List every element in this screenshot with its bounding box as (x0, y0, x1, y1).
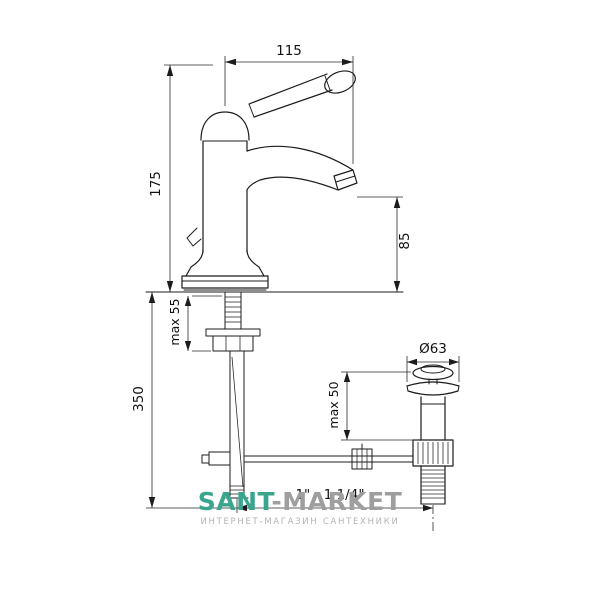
dim-connection-threads: 1" - 1 1/4" (236, 487, 433, 513)
mounting-hardware (205, 291, 261, 352)
pop-up-rod (243, 443, 414, 470)
dim-label-85: 85 (397, 232, 413, 249)
dim-label-115: 115 (276, 43, 302, 59)
dim-total-height-175: 175 (148, 64, 213, 292)
dim-deck-max-55: max 55 (167, 295, 222, 352)
dim-label-threads: 1" - 1 1/4" (295, 487, 364, 503)
drain-assembly (406, 364, 460, 534)
dim-label-350: 350 (131, 386, 147, 412)
dimension-annotations: 115 175 85 max 55 (131, 43, 460, 513)
dim-label-max-55: max 55 (167, 298, 182, 345)
supply-pipes (201, 350, 249, 499)
dim-spout-height-85: 85 (357, 196, 413, 292)
dim-label-diameter-63: Ø63 (419, 341, 447, 357)
dim-spout-reach-115: 115 (224, 43, 354, 164)
faucet-body-spout (186, 140, 358, 253)
dim-label-max-50: max 50 (326, 381, 341, 428)
dim-drain-diameter-63: Ø63 (406, 341, 460, 382)
dim-label-175: 175 (148, 171, 164, 197)
dim-drain-max-50: max 50 (326, 371, 419, 441)
dim-hose-length-350: 350 (131, 292, 237, 509)
faucet-handle (200, 70, 356, 142)
faucet-drawing (145, 70, 460, 534)
faucet-base (181, 249, 269, 291)
